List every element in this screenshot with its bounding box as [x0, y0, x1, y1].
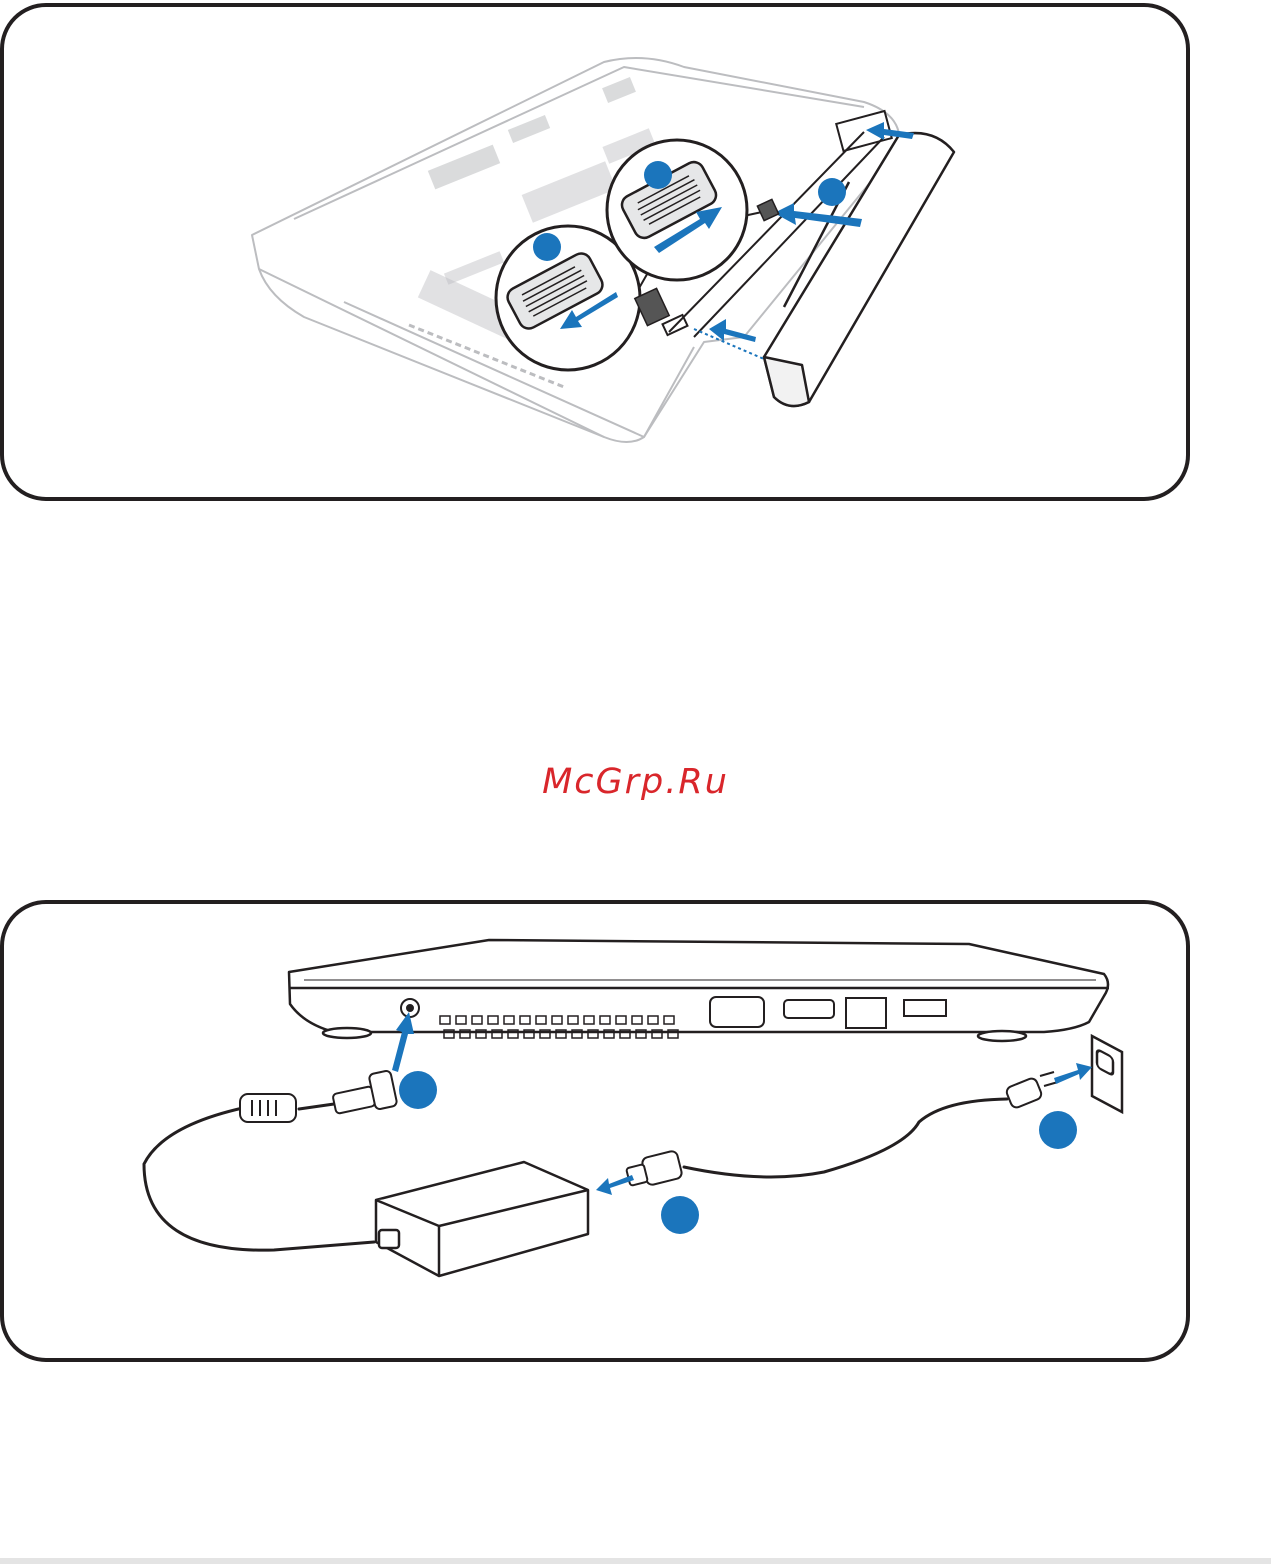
wall-plug [1005, 1072, 1058, 1109]
step-marker [661, 1196, 699, 1234]
battery-pack [764, 133, 954, 406]
battery-installation-illustration [4, 7, 1186, 497]
page-footer-rule [0, 1558, 1271, 1564]
step-marker [644, 161, 672, 189]
power-connection-illustration [4, 904, 1186, 1358]
figure-battery-installation [0, 3, 1190, 501]
usb-port [904, 1000, 946, 1016]
watermark: McGrp.Ru [0, 762, 1271, 802]
figure-power-connection [0, 900, 1190, 1362]
step-marker [399, 1071, 437, 1109]
zoom-callout-release [607, 140, 779, 280]
vga-port [710, 997, 764, 1027]
wall-outlet [1092, 1036, 1122, 1112]
step-marker [533, 233, 561, 261]
ferrite-bead [240, 1094, 296, 1122]
step-marker [1039, 1111, 1077, 1149]
lan-port [846, 998, 886, 1028]
dc-connector [332, 1070, 397, 1114]
step-marker [818, 178, 846, 206]
hdmi-port [784, 1000, 834, 1018]
ac-plug-adapter-end [626, 1150, 683, 1186]
power-adapter [376, 1162, 588, 1276]
